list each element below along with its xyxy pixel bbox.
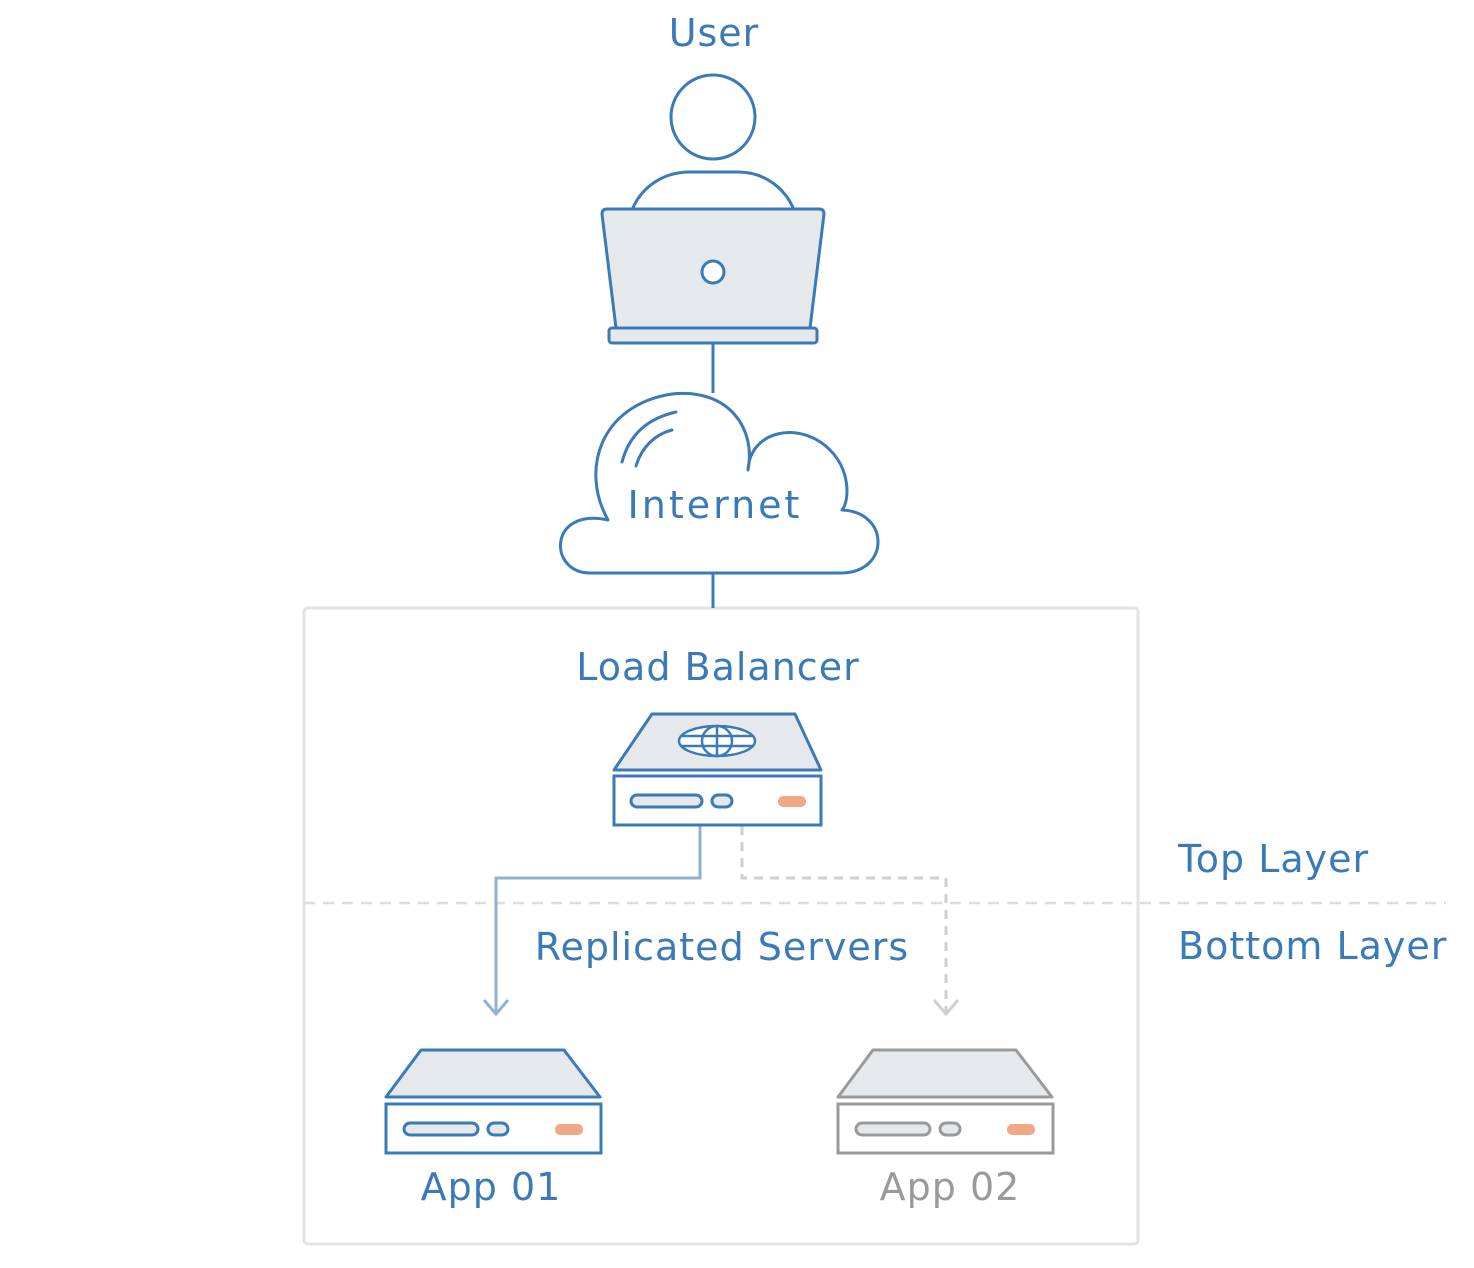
app1-label: App 01 [421,1165,562,1209]
app2-label: App 02 [880,1165,1021,1209]
app2-server-icon [836,1048,1055,1155]
cloud-icon [559,391,880,575]
load-balancer-server-icon [612,712,823,827]
user-label: User [669,11,760,55]
laptop-icon [600,207,826,345]
internet-label: Internet [628,483,803,527]
bottom-layer-label: Bottom Layer [1178,924,1447,968]
server-group-frame [302,606,1140,1246]
load-balancer-label: Load Balancer [576,645,859,689]
globe-icon [677,724,757,758]
app1-server-icon [384,1048,603,1155]
top-layer-label: Top Layer [1177,837,1369,881]
standby-link-app2 [740,826,960,1017]
active-link-app1 [482,826,702,1017]
replicated-servers-label: Replicated Servers [535,925,909,969]
user-icon [630,73,796,211]
